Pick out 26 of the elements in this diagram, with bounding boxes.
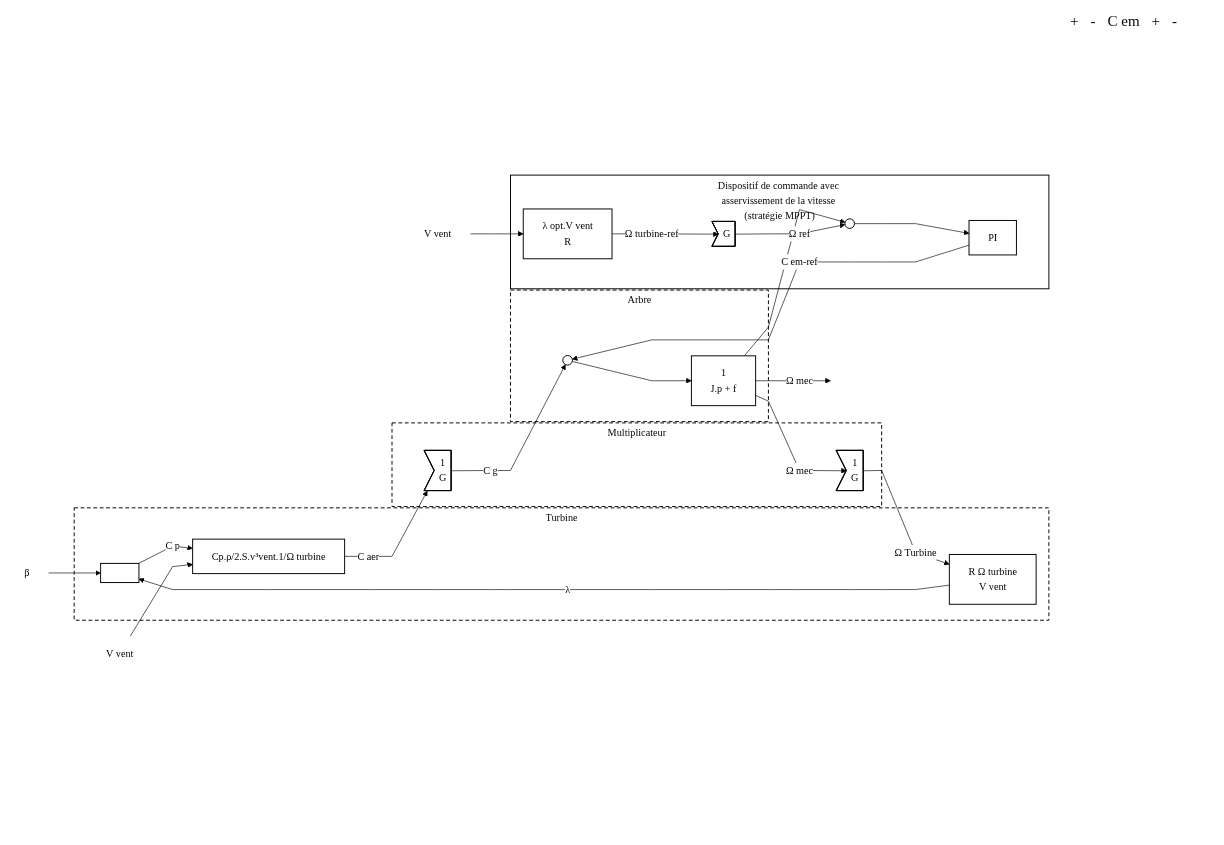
node-circle (562, 354, 573, 366)
node-box: R Ω turbine V vent (948, 553, 1037, 605)
node-text: V vent (423, 227, 452, 239)
sign-label: + (1070, 13, 1079, 30)
edge-label: C g (483, 464, 498, 476)
edge-label: λ (565, 583, 571, 595)
node-box: Cp.ρ/2.S.v³vent.1/Ω turbine (192, 538, 346, 574)
node-circle (844, 217, 855, 229)
edge-label: C p (165, 540, 180, 551)
edge-label: Ω ref (788, 227, 811, 239)
edge-label: Ω mec (785, 374, 814, 386)
node-box (100, 562, 140, 583)
edge-label: Ω Turbine (894, 546, 937, 558)
node-box: λ opt.V vent R (522, 208, 613, 259)
node-text: V vent (106, 647, 134, 659)
node-text: β (24, 566, 30, 578)
node-box: 1 J.p + f (690, 354, 757, 406)
edge-label: C em-ref (781, 255, 818, 267)
sign-label: - (1090, 13, 1096, 30)
sign-label: - (1172, 13, 1178, 30)
sign-label: + (1151, 13, 1161, 30)
edge-label: Ω mec (785, 464, 814, 476)
sign-label: C em (1107, 13, 1140, 30)
edge-label: C aer (357, 550, 380, 562)
edge-label: Ω turbine-ref (624, 227, 679, 239)
node-box: PI (968, 219, 1017, 255)
